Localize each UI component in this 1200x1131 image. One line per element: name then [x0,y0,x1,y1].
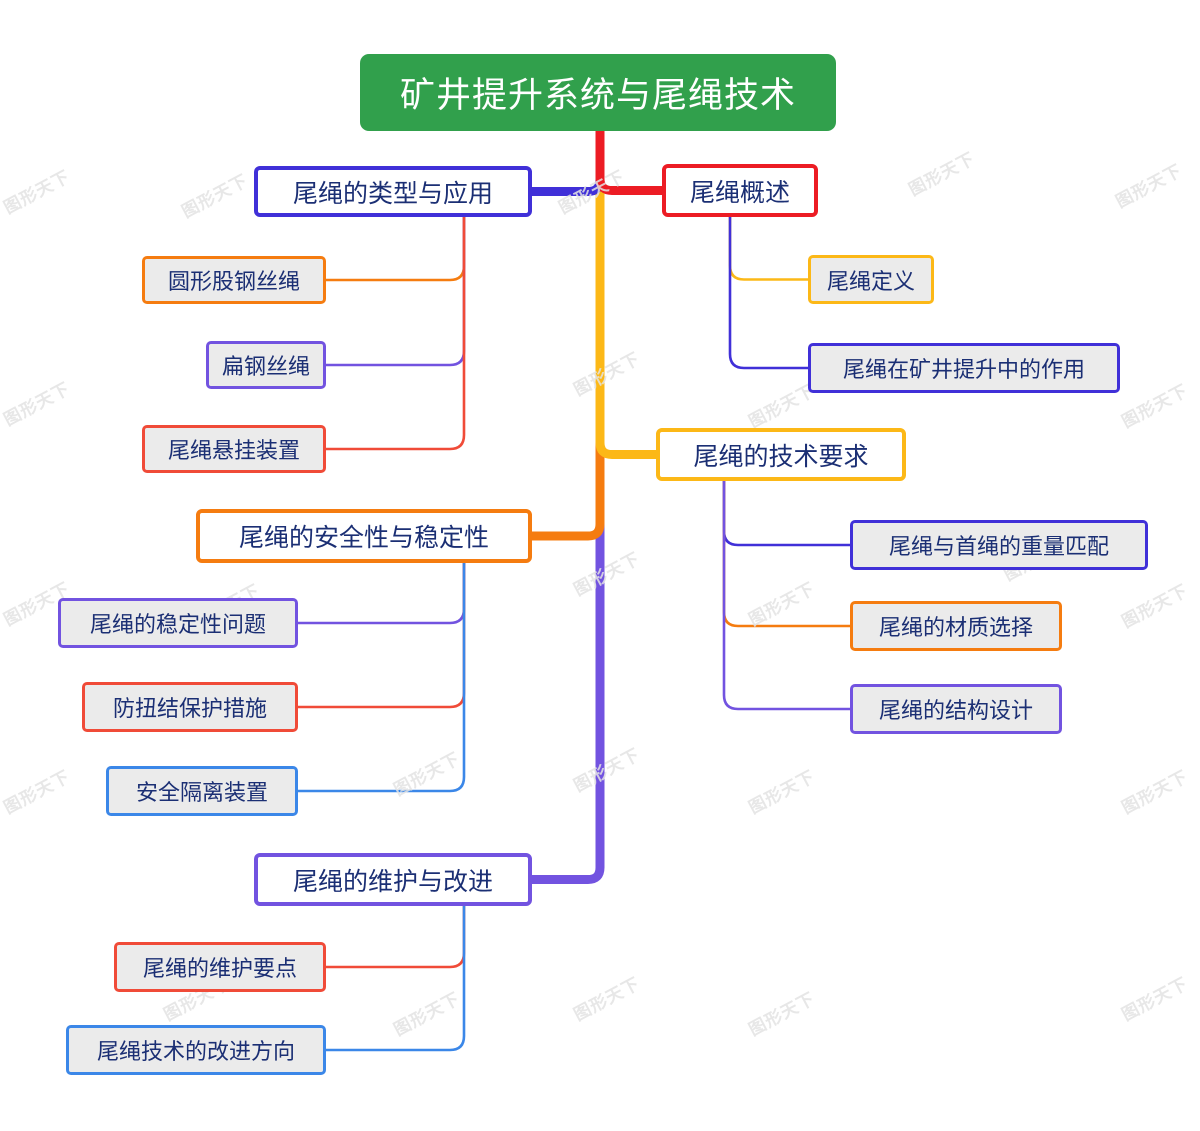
leaf-node-anquan-0[interactable]: 尾绳的稳定性问题 [58,598,298,648]
connector [722,479,852,628]
leaf-node-jishu-1[interactable]: 尾绳的材质选择 [850,601,1062,651]
leaf-node-leixing-1[interactable]: 扁钢丝绳 [206,341,326,389]
connector [595,126,667,195]
watermark: 图形天下 [1118,973,1192,1026]
watermark: 图形天下 [905,148,979,201]
connector [728,215,810,370]
node-label: 安全隔离装置 [135,780,268,805]
node-label: 尾绳悬挂装置 [167,438,300,463]
connector [324,904,466,969]
watermark: 图形天下 [0,766,74,819]
leaf-node-gailun-0[interactable]: 尾绳定义 [808,255,934,304]
watermark: 图形天下 [745,578,819,631]
branch-node-weihu[interactable]: 尾绳的维护与改进 [254,853,532,906]
connector [527,126,605,884]
connector [722,479,852,547]
root-node[interactable]: 矿井提升系统与尾绳技术 [360,54,836,131]
connector [296,561,466,625]
branch-node-gailun[interactable]: 尾绳概述 [662,164,818,217]
node-label: 防扭结保护措施 [112,696,267,721]
node-label: 尾绳定义 [826,268,915,294]
node-label: 尾绳与首绳的重量匹配 [888,534,1109,559]
connector [296,561,466,709]
watermark: 图形天下 [1118,580,1192,633]
watermark: 图形天下 [390,988,464,1041]
connector [324,215,466,367]
node-label: 尾绳的维护要点 [142,956,297,981]
node-label: 圆形股钢丝绳 [167,269,300,294]
watermark: 图形天下 [390,748,464,801]
watermark: 图形天下 [555,166,629,219]
watermark: 图形天下 [570,548,644,601]
branch-node-anquan[interactable]: 尾绳的安全性与稳定性 [196,509,532,563]
connector [595,126,661,459]
node-label: 尾绳的稳定性问题 [89,612,266,637]
watermark: 图形天下 [1118,766,1192,819]
leaf-node-weihu-0[interactable]: 尾绳的维护要点 [114,942,326,992]
node-label: 尾绳概述 [689,178,790,207]
leaf-node-anquan-2[interactable]: 安全隔离装置 [106,766,298,816]
watermark: 图形天下 [745,766,819,819]
node-label: 尾绳技术的改进方向 [96,1039,295,1064]
connector [324,215,466,451]
leaf-node-gailun-1[interactable]: 尾绳在矿井提升中的作用 [808,343,1120,393]
connector [722,479,852,711]
node-label: 尾绳在矿井提升中的作用 [842,357,1085,382]
watermark: 图形天下 [0,166,74,219]
node-label: 矿井提升系统与尾绳技术 [399,76,796,115]
watermark: 图形天下 [0,378,74,431]
branch-node-leixing[interactable]: 尾绳的类型与应用 [254,166,532,217]
connector [527,126,605,541]
watermark: 图形天下 [570,973,644,1026]
watermark: 图形天下 [570,744,644,797]
leaf-node-weihu-1[interactable]: 尾绳技术的改进方向 [66,1025,326,1075]
connector [296,561,466,793]
leaf-node-anquan-1[interactable]: 防扭结保护措施 [82,682,298,732]
watermark: 图形天下 [1118,380,1192,433]
watermark: 图形天下 [745,988,819,1041]
leaf-node-jishu-2[interactable]: 尾绳的结构设计 [850,684,1062,734]
connector [728,215,810,281]
connector [324,904,466,1052]
branch-node-jishu[interactable]: 尾绳的技术要求 [656,428,906,481]
node-label: 扁钢丝绳 [221,354,310,379]
node-label: 尾绳的类型与应用 [292,179,493,208]
watermark: 图形天下 [1112,160,1186,213]
watermark: 图形天下 [570,348,644,401]
leaf-node-leixing-2[interactable]: 尾绳悬挂装置 [142,425,326,473]
watermark: 图形天下 [178,170,252,223]
connector [324,215,466,282]
node-label: 尾绳的安全性与稳定性 [238,524,489,552]
node-label: 尾绳的维护与改进 [292,867,493,896]
node-label: 尾绳的结构设计 [878,698,1033,723]
leaf-node-leixing-0[interactable]: 圆形股钢丝绳 [142,256,326,304]
leaf-node-jishu-0[interactable]: 尾绳与首绳的重量匹配 [850,520,1148,570]
node-label: 尾绳的技术要求 [693,442,869,471]
connector [527,126,605,196]
node-label: 尾绳的材质选择 [878,615,1033,640]
